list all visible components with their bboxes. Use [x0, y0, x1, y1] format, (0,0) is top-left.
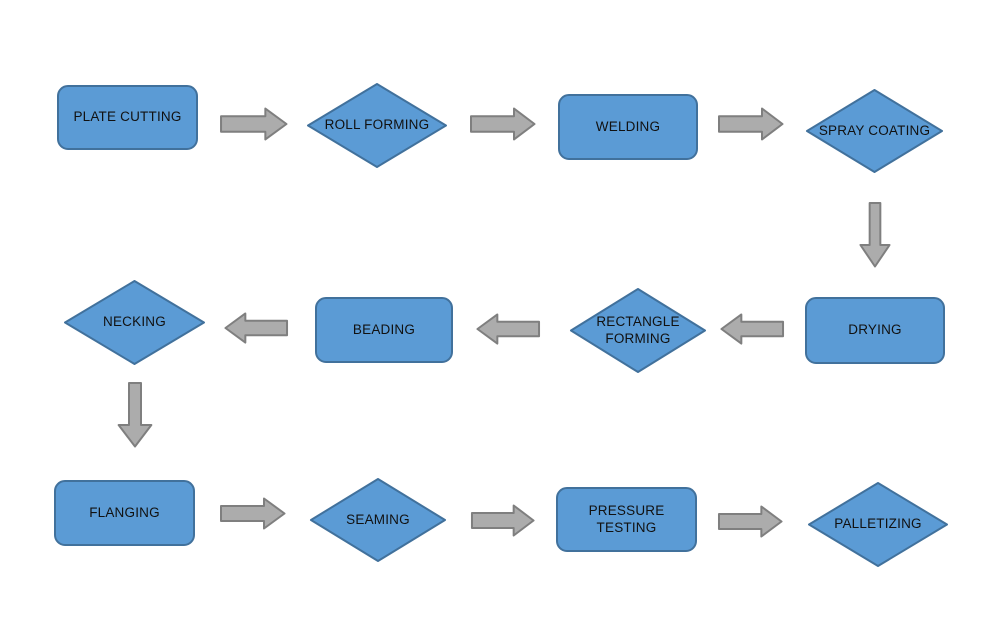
left-arrow-icon — [224, 312, 288, 344]
node-pressure-testing-label: PRESSURE TESTING — [588, 503, 665, 535]
node-pressure-testing: PRESSURE TESTING — [556, 487, 697, 552]
left-arrow-icon — [476, 313, 540, 345]
diamond-shape-icon — [808, 482, 948, 567]
node-spray-coating: SPRAY COATING — [806, 89, 943, 173]
node-roll-forming-label: ROLL FORMING — [324, 117, 430, 133]
node-flanging: FLANGING — [54, 480, 195, 546]
node-plate-cutting-label: PLATE CUTTING — [73, 109, 182, 125]
diamond-shape-icon — [806, 89, 943, 173]
node-beading-label: BEADING — [352, 321, 416, 337]
node-seaming: SEAMING — [310, 478, 446, 562]
node-seaming-label: SEAMING — [346, 511, 410, 527]
right-arrow-icon — [470, 107, 536, 141]
arrow-beading-to-necking — [224, 312, 288, 344]
node-rectangle-forming: RECTANGLE FORMING — [570, 288, 706, 373]
node-palletizing: PALLETIZING — [808, 482, 948, 567]
node-palletizing-label: PALLETIZING — [834, 516, 922, 532]
down-arrow-icon — [117, 382, 153, 448]
diamond-shape-icon — [307, 83, 447, 168]
right-arrow-icon — [220, 497, 286, 530]
arrow-drying-to-rectangle-forming — [720, 313, 784, 345]
node-roll-forming: ROLL FORMING — [307, 83, 447, 168]
node-beading: BEADING — [315, 297, 453, 363]
diamond-shape-icon — [570, 288, 706, 373]
node-welding-label: WELDING — [595, 118, 661, 134]
diamond-shape-icon — [310, 478, 446, 562]
down-arrow-icon — [859, 202, 891, 268]
right-arrow-icon — [471, 504, 535, 537]
node-necking-label: NECKING — [103, 314, 166, 330]
node-rectangle-forming-label: RECTANGLE FORMING — [596, 314, 680, 346]
node-drying: DRYING — [805, 297, 945, 364]
right-arrow-icon — [718, 505, 783, 538]
node-drying-label: DRYING — [848, 322, 902, 338]
arrow-seaming-to-pressure-testing — [471, 504, 535, 537]
arrow-rectangle-forming-to-beading — [476, 313, 540, 345]
arrow-plate-cutting-to-roll-forming — [220, 107, 288, 141]
arrow-welding-to-spray-coating — [718, 107, 784, 141]
right-arrow-icon — [220, 107, 288, 141]
node-welding: WELDING — [558, 94, 698, 160]
node-necking: NECKING — [64, 280, 205, 365]
arrow-roll-forming-to-welding — [470, 107, 536, 141]
diamond-shape-icon — [64, 280, 205, 365]
arrow-spray-coating-to-drying — [859, 202, 891, 268]
node-plate-cutting: PLATE CUTTING — [57, 85, 198, 150]
left-arrow-icon — [720, 313, 784, 345]
arrow-flanging-to-seaming — [220, 497, 286, 530]
node-flanging-label: FLANGING — [89, 504, 160, 520]
right-arrow-icon — [718, 107, 784, 141]
node-spray-coating-label: SPRAY COATING — [818, 122, 931, 138]
arrow-necking-to-flanging — [117, 382, 153, 448]
arrow-pressure-testing-to-palletizing — [718, 505, 783, 538]
